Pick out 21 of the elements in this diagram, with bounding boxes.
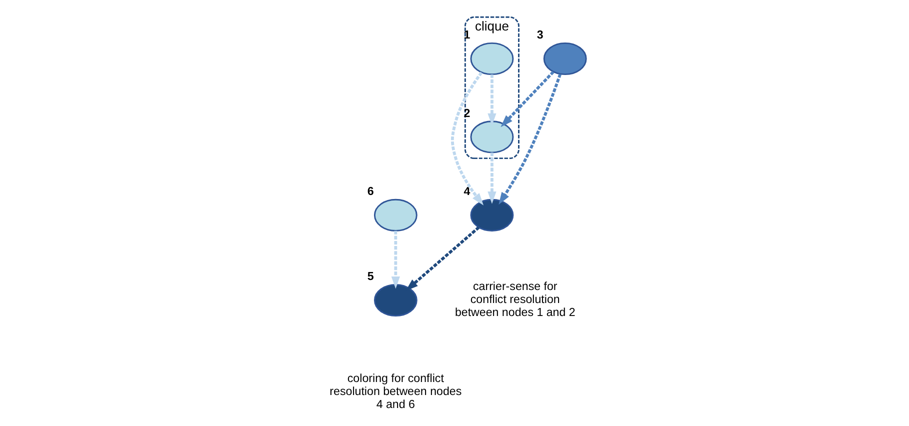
node-label: 5: [367, 271, 374, 284]
arrow: [450, 72, 484, 206]
node-circle: [374, 198, 418, 232]
node-circle: [543, 42, 587, 76]
arrow: [488, 74, 496, 126]
arrow: [498, 74, 562, 205]
node-label: 2: [464, 108, 470, 120]
node-label: 3: [536, 30, 544, 42]
node-label: 6: [367, 186, 374, 198]
node-label: 1: [464, 30, 470, 42]
node-circle: [374, 284, 418, 317]
arrow: [500, 70, 554, 128]
arrow: [488, 152, 496, 204]
node-circle: [470, 120, 514, 154]
node-label: 4: [464, 186, 470, 198]
arrow: [406, 226, 480, 291]
node-circle: [470, 42, 514, 76]
node-circle: [470, 198, 514, 232]
label: coloring for conflict resolution between nodes 4 and 6: [330, 372, 462, 411]
label: carrier-sense for conflict resolution between nodes 1 and 2: [454, 280, 576, 320]
arrow: [391, 230, 400, 289]
